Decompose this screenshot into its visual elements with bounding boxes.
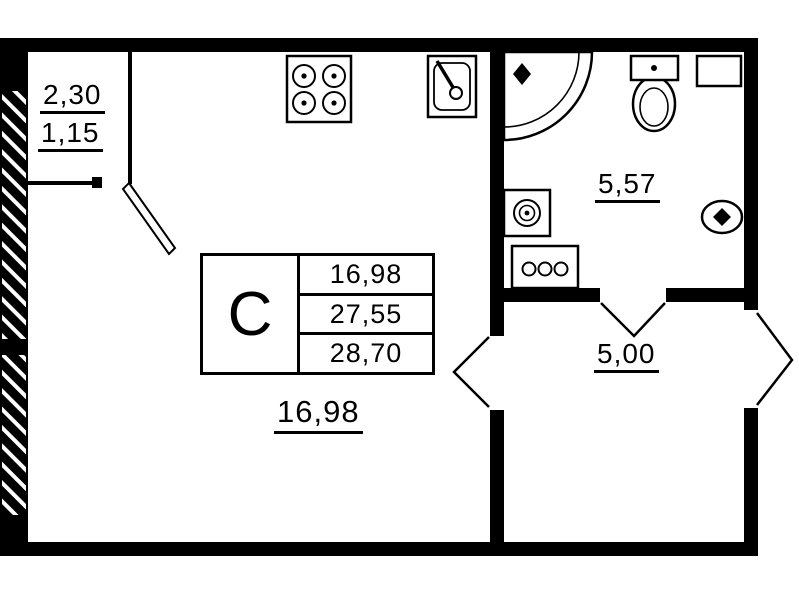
- kitchen-sink-icon: [426, 54, 478, 119]
- unit-area-row-overall: 28,70: [329, 338, 403, 369]
- balcony-partition: [28, 52, 132, 188]
- bathroom-area-label: 5,57: [595, 169, 660, 204]
- unit-type-letter: С: [203, 256, 300, 372]
- outer-walls: [0, 38, 758, 556]
- washbasin-icon: [510, 244, 580, 290]
- towel-radiator-icon: [700, 199, 744, 235]
- hallway-area-label: 5,00: [594, 339, 659, 374]
- hallway-door-swing: [452, 336, 490, 408]
- unit-area-row-living: 16,98: [300, 256, 432, 296]
- bathroom-door-swing: [600, 302, 666, 338]
- living-area-label: 16,98: [274, 395, 363, 434]
- window-glazing: [0, 89, 28, 517]
- stove-icon: [285, 54, 353, 124]
- toilet-icon: [629, 54, 680, 133]
- unit-area-row-total: 27,55: [300, 296, 432, 336]
- balcony-door-swing: [121, 181, 177, 256]
- window-icon: [0, 353, 28, 517]
- interior-walls: [490, 52, 744, 542]
- doors: [121, 181, 794, 408]
- unit-area-list: 16,98 27,55 28,70: [300, 256, 432, 372]
- vent-shaft: [695, 54, 743, 88]
- balcony-area-full-label: 2,30: [40, 80, 105, 115]
- entry-door-swing: [755, 312, 794, 406]
- unit-info-table: С 16,98 27,55 28,70: [200, 253, 435, 375]
- balcony-area-reduced-label: 1,15: [38, 118, 103, 153]
- window-icon: [0, 89, 28, 341]
- washing-machine-icon: [502, 188, 552, 238]
- shower-icon: [502, 50, 594, 142]
